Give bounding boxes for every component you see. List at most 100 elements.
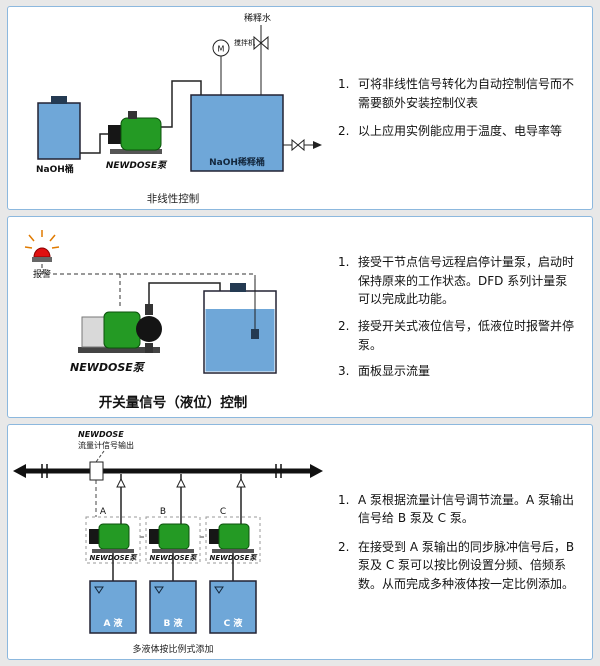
panel1-notes: 1. 可将非线性信号转化为自动控制信号而不需要额外安装控制仪表 2. 以上应用实… bbox=[338, 7, 592, 209]
suction-tube bbox=[80, 133, 108, 154]
main-pipe bbox=[13, 464, 323, 478]
proportional-dosing-diagram: NEWDOSE 流量计信号输出 bbox=[8, 425, 338, 659]
alarm-rays bbox=[24, 230, 60, 249]
level-switch-float bbox=[251, 329, 259, 339]
panel3-notes: 1. A 泵根据流量计信号调节流量。A 泵输出信号给 B 泵及 C 泵。 2. … bbox=[338, 425, 592, 659]
flow-meter bbox=[89, 461, 104, 481]
injection-valve-icon bbox=[116, 477, 126, 488]
tank-body bbox=[149, 580, 197, 634]
nonlinear-diagram: 稀释水 M 搅拌机 NaOH稀释桶 bbox=[8, 7, 338, 209]
note-item: 2. 接受开关式液位信号，低液位时报警并停泵。 bbox=[338, 317, 576, 354]
note-text: 接受干节点信号远程启停计量泵，启动时保持原来的工作状态。DFD 系列计量泵可以完… bbox=[358, 255, 575, 307]
pump-base bbox=[92, 549, 134, 553]
note-number: 1. bbox=[338, 77, 350, 92]
panel-nonlinear-control: 稀释水 M 搅拌机 NaOH稀释桶 bbox=[7, 6, 593, 210]
injection-valve-icon bbox=[176, 477, 186, 488]
signal-dashed-path bbox=[41, 264, 256, 309]
note-number: 2. bbox=[338, 319, 350, 333]
note-number: 3. bbox=[338, 364, 350, 379]
sync-signal-lines bbox=[95, 480, 206, 538]
level-control-diagram: 报警 NEWDOSE泵 bbox=[8, 217, 338, 417]
pump-base bbox=[78, 347, 160, 353]
motor-letter: M bbox=[218, 45, 225, 54]
level-control-diagram-svg: 报警 NEWDOSE泵 bbox=[24, 230, 277, 411]
note-text: 面板显示流量 bbox=[358, 364, 431, 379]
note-item: 2. 以上应用实例能应用于温度、电导率等 bbox=[338, 122, 576, 141]
note-item: 1. 接受干节点信号远程启停计量泵，启动时保持原来的工作状态。DFD 系列计量泵… bbox=[338, 253, 576, 309]
proportional-dosing-diagram-svg: NEWDOSE 流量计信号输出 bbox=[13, 430, 323, 655]
dosing-pump bbox=[108, 111, 162, 154]
brand-label: NEWDOSE bbox=[78, 430, 124, 439]
panel-proportional-dosing: NEWDOSE 流量计信号输出 bbox=[7, 424, 593, 660]
pump-head bbox=[89, 529, 99, 544]
pump-head bbox=[149, 529, 159, 544]
tank-c: C 液 bbox=[209, 580, 257, 634]
dilution-water-label: 稀释水 bbox=[244, 12, 271, 24]
label-leader-line bbox=[95, 450, 105, 463]
pump-base bbox=[212, 549, 254, 553]
note-text: 接受开关式液位信号，低液位时报警并停泵。 bbox=[358, 319, 575, 352]
pump-base bbox=[110, 149, 162, 154]
pump-letter: C bbox=[220, 507, 226, 517]
note-number: 1. bbox=[338, 492, 350, 507]
panel3-caption: 多液体按比例式添加 bbox=[132, 643, 213, 655]
pump-body bbox=[98, 523, 130, 550]
pump-head bbox=[209, 529, 219, 544]
pump-group-b: B NEWDOSE泵 bbox=[145, 474, 201, 607]
pump-head bbox=[108, 125, 122, 144]
note-item: 1. A 泵根据流量计信号调节流量。A 泵输出信号给 B 泵及 C 泵。 bbox=[338, 491, 576, 528]
naoh-tank-body bbox=[37, 102, 81, 160]
tank-body bbox=[209, 580, 257, 634]
note-text: A 泵根据流量计信号调节流量。A 泵输出信号给 B 泵及 C 泵。 bbox=[358, 492, 575, 526]
pump-fitting bbox=[128, 111, 137, 119]
alarm-lamp-icon bbox=[24, 230, 60, 262]
tank-b: B 液 bbox=[149, 580, 197, 634]
pump-body bbox=[218, 523, 250, 550]
pipe-flanges bbox=[41, 464, 282, 478]
pump-label: NEWDOSE泵 bbox=[70, 361, 146, 374]
injection-valve-icon bbox=[236, 477, 246, 488]
pump-label: NEWDOSE泵 bbox=[106, 160, 168, 171]
level-mark-icon bbox=[94, 586, 104, 594]
discharge-tube bbox=[160, 80, 202, 128]
note-number: 1. bbox=[338, 255, 350, 270]
alarm-dome bbox=[33, 247, 51, 258]
pump-valve-top bbox=[145, 304, 153, 315]
tank-label: A 液 bbox=[103, 617, 123, 629]
note-item: 1. 可将非线性信号转化为自动控制信号而不需要额外安装控制仪表 bbox=[338, 75, 576, 112]
pump-head bbox=[136, 316, 162, 342]
pump-valve-bottom bbox=[145, 343, 153, 353]
level-mark-icon bbox=[154, 586, 164, 594]
pump-body bbox=[158, 523, 190, 550]
note-text: 在接受到 A 泵输出的同步脉冲信号后，B 泵及 C 泵可以按比例设置分频、倍频系… bbox=[358, 539, 575, 591]
pump-group-c: C NEWDOSE泵 bbox=[205, 474, 261, 607]
note-number: 2. bbox=[338, 124, 350, 139]
outlet-valve-icon bbox=[291, 138, 305, 152]
tank-liquid bbox=[205, 309, 275, 372]
tank-a: A 液 bbox=[89, 580, 137, 634]
flow-arrow-icon bbox=[313, 141, 322, 149]
pump-motor bbox=[81, 316, 107, 348]
solution-tank bbox=[203, 279, 277, 374]
pump-body bbox=[103, 311, 141, 349]
tank-label: B 液 bbox=[164, 617, 184, 629]
pipe-arrow-left-icon bbox=[13, 464, 26, 478]
nonlinear-diagram-svg: 稀释水 M 搅拌机 NaOH稀释桶 bbox=[36, 12, 322, 205]
tank-label: C 液 bbox=[224, 617, 244, 629]
motor-icon bbox=[212, 39, 230, 57]
mix-tank bbox=[190, 94, 284, 172]
tank-outlet bbox=[283, 138, 322, 152]
pump-letter: A bbox=[100, 507, 107, 517]
pipe-arrow-right-icon bbox=[310, 464, 323, 478]
alarm-base bbox=[32, 257, 52, 262]
inlet-valve-icon bbox=[253, 35, 269, 51]
panel1-caption: 非线性控制 bbox=[147, 192, 200, 205]
naoh-tank bbox=[37, 96, 81, 160]
pump-letter: B bbox=[160, 507, 166, 517]
panel-level-signal-control: 报警 NEWDOSE泵 bbox=[7, 216, 593, 418]
note-number: 2. bbox=[338, 539, 350, 554]
note-text: 可将非线性信号转化为自动控制信号而不需要额外安装控制仪表 bbox=[358, 77, 575, 110]
pump-body bbox=[120, 117, 162, 151]
mix-tank-label: NaOH稀释桶 bbox=[209, 156, 265, 168]
note-item: 2. 在接受到 A 泵输出的同步脉冲信号后，B 泵及 C 泵可以按比例设置分频、… bbox=[338, 538, 576, 594]
